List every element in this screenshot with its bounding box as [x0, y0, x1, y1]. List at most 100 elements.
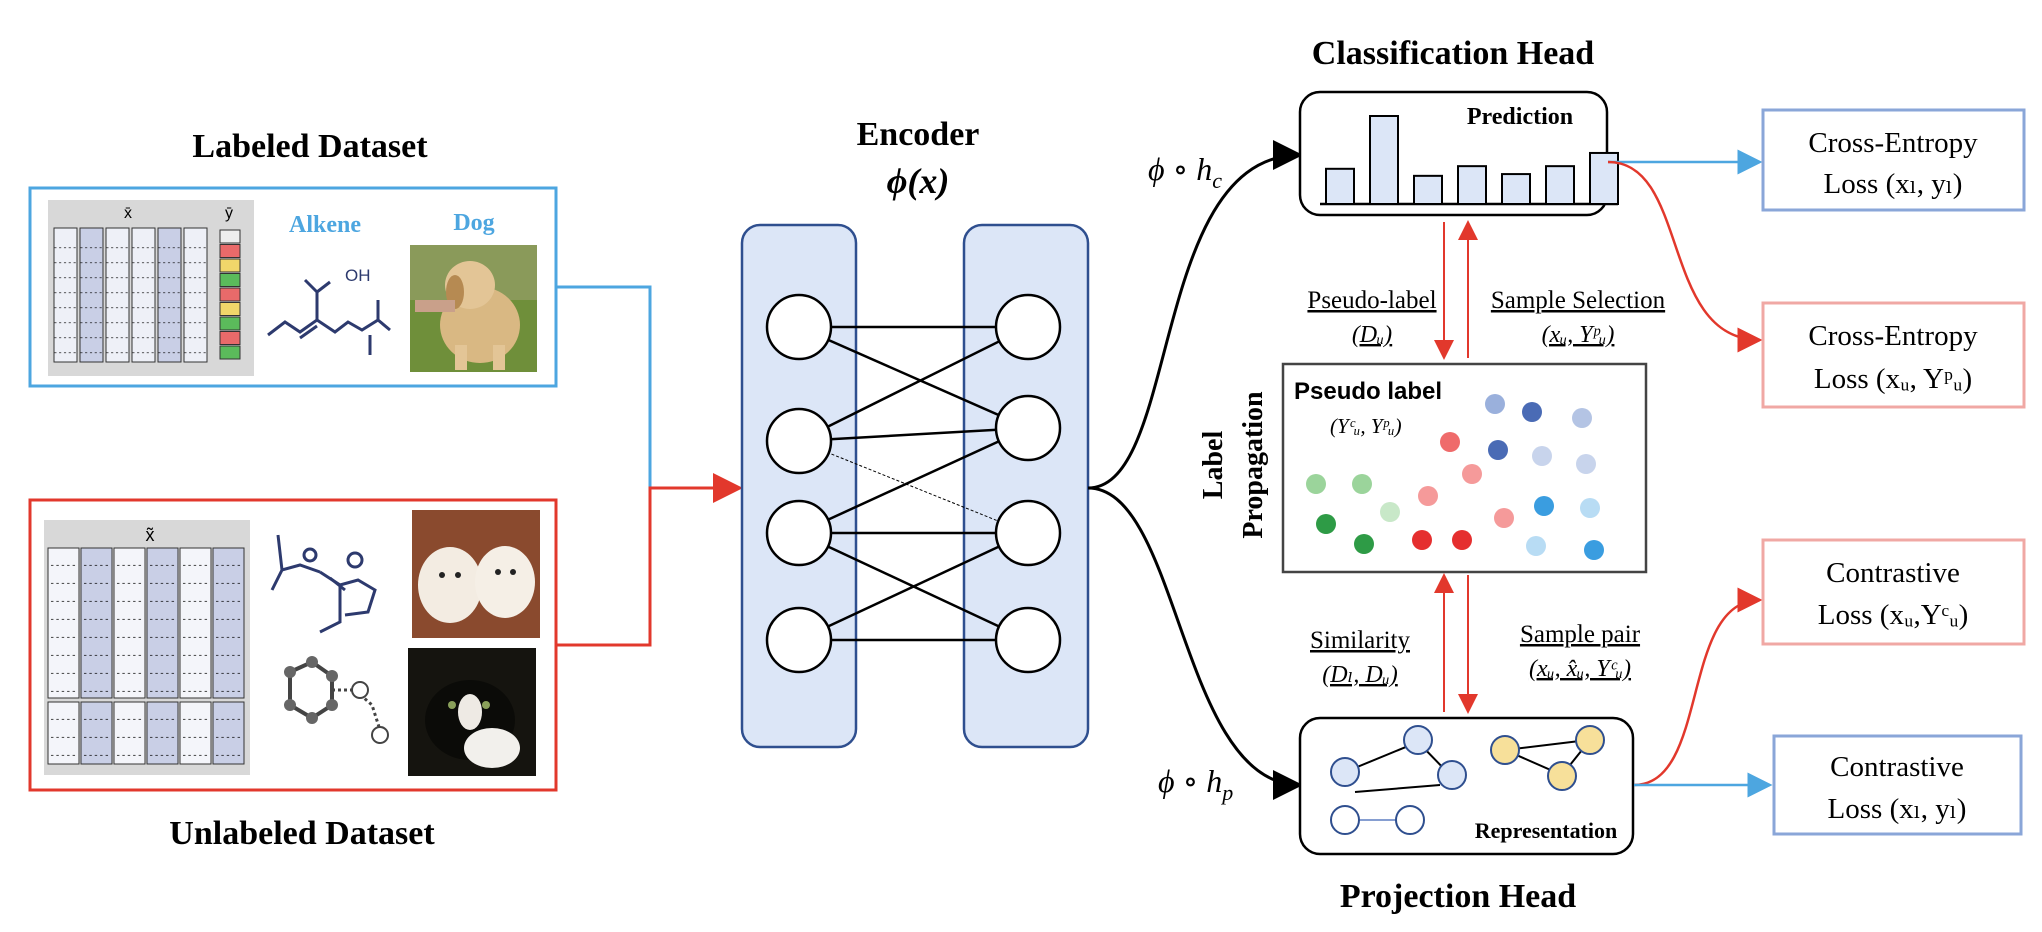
sample-selection-text: Sample Selection: [1491, 287, 1666, 314]
unlabeled-table-cell: -----: [82, 669, 109, 679]
prediction-bar: [1501, 173, 1531, 206]
unlabeled-table-cell: -----: [49, 715, 76, 725]
unlabeled-table-cell: -----: [214, 633, 241, 643]
sample-selection-sub: (xᵤ, Yᵖᵤ): [1542, 322, 1615, 348]
unlabeled-table-cell: -----: [148, 751, 175, 761]
unlabeled-table-cell: -----: [181, 733, 208, 743]
propagation-point: [1488, 440, 1508, 460]
unlabeled-table-cell: -----: [148, 669, 175, 679]
propagation-point: [1412, 530, 1432, 550]
propagation-point: [1534, 496, 1554, 516]
unlabeled-dataset-title: Unlabeled Dataset: [169, 815, 435, 852]
unlabeled-table-cell: -----: [49, 687, 76, 697]
propagation-point: [1440, 432, 1460, 452]
loss-con-unlabeled-line2: Loss (xᵤ,Yᶜᵤ): [1818, 599, 1968, 631]
labeled-table-column: [105, 227, 130, 363]
labeled-table-cell: -----: [131, 244, 155, 253]
unlabeled-table-cell: -----: [181, 561, 208, 571]
unlabeled-table-cell: -----: [214, 615, 241, 625]
unlabeled-table-cell: -----: [49, 615, 76, 625]
encoder-node: [765, 606, 833, 674]
unlabeled-table-cell: -----: [214, 733, 241, 743]
classification-head-title: Classification Head: [1312, 35, 1594, 72]
loss-ce-labeled: Cross-Entropy Loss (xₗ, yₗ): [1761, 108, 2026, 212]
label-propagation-title-2: Propagation: [1238, 391, 1269, 539]
alkene-molecule-image: [267, 278, 391, 355]
prediction-bar: [1457, 165, 1487, 206]
labeled-table-cell: -----: [131, 289, 155, 298]
loss-ce-unlabeled-line1: Cross-Entropy: [1808, 320, 1978, 352]
labeled-table-cell: -----: [183, 349, 207, 358]
unlabeled-table-cell: -----: [82, 561, 109, 571]
labeled-table-cell: -----: [183, 334, 207, 343]
propagation-point: [1462, 464, 1482, 484]
labeled-table-cell: -----: [79, 244, 103, 253]
unlabeled-table-cell: -----: [181, 597, 208, 607]
projection-head-title: Projection Head: [1340, 878, 1576, 915]
unlabeled-table-cell: -----: [115, 597, 142, 607]
unlabeled-table-cell: -----: [49, 633, 76, 643]
unlabeled-table-column: [47, 701, 80, 765]
unlabeled-table-cell: -----: [214, 561, 241, 571]
labeled-table-column: [157, 227, 182, 363]
con-unlabeled-arrow: [1633, 587, 1763, 787]
labeled-connector: [556, 285, 652, 488]
unlabeled-table-cell: -----: [115, 669, 142, 679]
unlabeled-table-column: [80, 547, 113, 699]
unlabeled-table-cell: -----: [148, 561, 175, 571]
unlabeled-table-column: [212, 701, 245, 765]
encoder-node: [765, 293, 833, 361]
labeled-table-cell: -----: [79, 259, 103, 268]
unlabeled-table-cell: -----: [82, 651, 109, 661]
unlabeled-table-column: [47, 547, 80, 699]
propagation-point: [1485, 394, 1505, 414]
ce-unlabeled-arrow: [1607, 160, 1763, 353]
labeled-y-cell: [219, 229, 241, 244]
classification-map-label: ϕ ∘ hc: [1148, 151, 1222, 193]
unlabeled-table-cell: -----: [82, 687, 109, 697]
unlabeled-table-column: [113, 701, 146, 765]
labeled-y-cell: [219, 302, 241, 316]
loss-con-unlabeled: Contrastive Loss (xᵤ,Yᶜᵤ): [1761, 538, 2026, 646]
labeled-table-cell: -----: [79, 319, 103, 328]
labeled-table-cell: -----: [131, 349, 155, 358]
unlabeled-table-cell: -----: [214, 751, 241, 761]
alkene-label: Alkene: [289, 212, 361, 238]
labeled-table-cell: -----: [183, 244, 207, 253]
propagation-point: [1526, 536, 1546, 556]
representation-label: Representation: [1475, 818, 1618, 843]
propagation-point: [1494, 508, 1514, 528]
encoder-formula: ϕ(x): [887, 161, 950, 201]
labeled-table-cell: -----: [183, 304, 207, 313]
labeled-table-cell: -----: [105, 319, 129, 328]
unlabeled-table-cell: -----: [181, 615, 208, 625]
representation-graphs: [1330, 725, 1605, 835]
unlabeled-table-cell: -----: [148, 597, 175, 607]
unlabeled-table-cell: -----: [214, 651, 241, 661]
propagation-point: [1380, 502, 1400, 522]
unlabeled-table-cell: -----: [82, 579, 109, 589]
labeled-table-cell: -----: [183, 319, 207, 328]
encoder-nodes: [765, 293, 1062, 674]
labeled-table-cell: -----: [53, 259, 77, 268]
unlabeled-table-column: [146, 547, 179, 699]
prediction-bar: [1413, 174, 1443, 205]
labeled-table-cell: -----: [183, 289, 207, 298]
unlabeled-table-cell: -----: [49, 561, 76, 571]
unlabeled-table-cell: -----: [148, 615, 175, 625]
unlabeled-table-cell: -----: [115, 579, 142, 589]
labeled-x-header: x̄: [124, 205, 132, 222]
labeled-table-cell: -----: [53, 304, 77, 313]
unlabeled-table-cell: -----: [115, 751, 142, 761]
labeled-table-cell: -----: [105, 334, 129, 343]
puppies-photo: [412, 510, 540, 638]
unlabeled-table-cell: -----: [115, 615, 142, 625]
labeled-table-cell: -----: [53, 244, 77, 253]
pseudo-label-sub: (Dᵤ): [1352, 322, 1392, 348]
labeled-table-cell: -----: [53, 349, 77, 358]
unlabeled-table-cell: -----: [214, 669, 241, 679]
labeled-table-cell: -----: [183, 274, 207, 283]
propagation-point: [1532, 446, 1552, 466]
labeled-table-column: [79, 227, 104, 363]
